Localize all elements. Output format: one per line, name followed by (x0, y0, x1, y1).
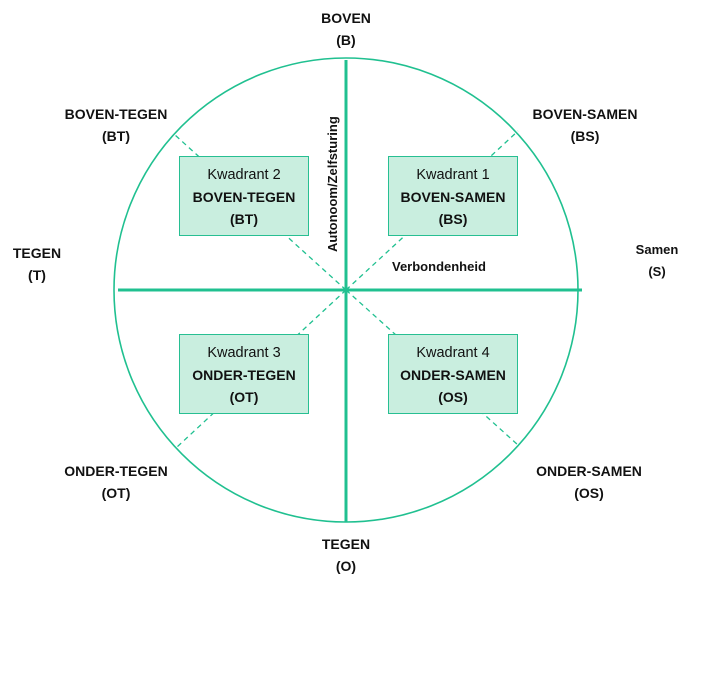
direction-bottom-left-name: ONDER-TEGEN (64, 463, 168, 479)
direction-top-left-code: (BT) (102, 128, 130, 144)
quadrant-4-name: ONDER-SAMEN (400, 367, 506, 383)
quadrant-box-3: Kwadrant 3 ONDER-TEGEN (OT) (179, 334, 309, 414)
quadrant-3-code: (OT) (229, 389, 259, 405)
direction-bottom-name: TEGEN (321, 536, 371, 552)
quadrant-4-code: (OS) (438, 389, 468, 405)
direction-top-name: BOVEN (321, 10, 371, 26)
direction-bottom-code: (O) (335, 558, 357, 574)
diagonal-bottom-right (345, 289, 519, 446)
direction-right-name: Samen (635, 242, 679, 257)
direction-top-right-name: BOVEN-SAMEN (532, 106, 638, 122)
quadrant-box-4: Kwadrant 4 ONDER-SAMEN (OS) (388, 334, 518, 414)
direction-top-left-name: BOVEN-TEGEN (64, 106, 168, 122)
direction-bottom-right-code: (OS) (574, 485, 604, 501)
direction-bottom-right: ONDER-SAMEN (OS) (536, 460, 642, 504)
direction-right: Samen (S) (636, 239, 679, 283)
quadrant-2-name: BOVEN-TEGEN (192, 189, 296, 205)
direction-bottom: TEGEN (O) (322, 533, 370, 577)
direction-left: TEGEN (T) (13, 242, 61, 286)
direction-bottom-left-code: (OT) (101, 485, 131, 501)
direction-left-name: TEGEN (12, 245, 62, 261)
quadrant-1-title: Kwadrant 1 (416, 167, 490, 183)
direction-left-code: (T) (28, 267, 46, 283)
direction-top-left: BOVEN-TEGEN (BT) (65, 103, 168, 147)
quadrant-1-name: BOVEN-SAMEN (400, 189, 506, 205)
quadrant-box-2: Kwadrant 2 BOVEN-TEGEN (BT) (179, 156, 309, 236)
quadrant-3-title: Kwadrant 3 (207, 345, 281, 361)
quadrant-1-code: (BS) (438, 211, 468, 227)
direction-top: BOVEN (B) (321, 7, 371, 51)
direction-right-code: (S) (648, 264, 666, 279)
quadrant-4-title: Kwadrant 4 (416, 345, 490, 361)
horizontal-axis-label: Verbondenheid (392, 259, 486, 274)
quadrant-2-title: Kwadrant 2 (207, 167, 281, 183)
vertical-axis-label: Autonoom/Zelfsturing (325, 116, 340, 252)
direction-top-right: BOVEN-SAMEN (BS) (532, 103, 637, 147)
quadrant-2-code: (BT) (230, 211, 258, 227)
direction-top-code: (B) (336, 32, 356, 48)
quadrant-3-name: ONDER-TEGEN (192, 367, 296, 383)
quadrant-box-1: Kwadrant 1 BOVEN-SAMEN (BS) (388, 156, 518, 236)
direction-top-right-code: (BS) (570, 128, 600, 144)
direction-bottom-left: ONDER-TEGEN (OT) (64, 460, 167, 504)
direction-bottom-right-name: ONDER-SAMEN (536, 463, 642, 479)
diagonal-bottom-left (176, 289, 347, 448)
